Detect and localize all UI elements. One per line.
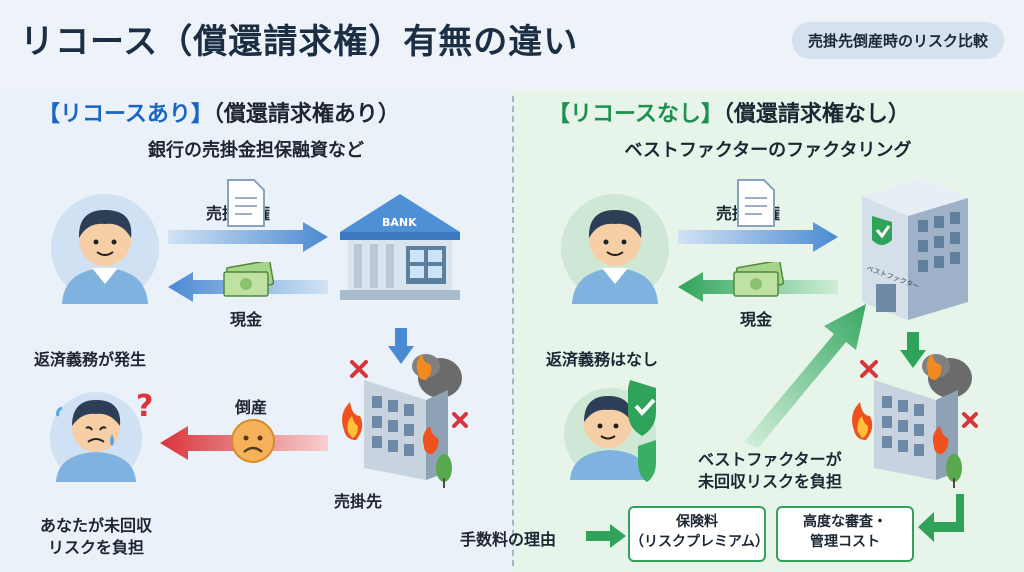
worried-person-icon: ?	[50, 389, 153, 482]
cash-icon-right	[733, 262, 784, 297]
box1-line2: （リスクプレミアム）	[630, 534, 770, 550]
right-panel	[512, 90, 1024, 572]
question-mark-icon: ?	[136, 389, 153, 424]
left-heading: 【リコースあり】（償還請求権あり）	[38, 96, 400, 128]
best-factor-building-icon: ベストファクター	[862, 178, 968, 320]
bank-building-icon: BANK	[340, 194, 460, 300]
left-heading-bracket: 【リコースあり】	[38, 102, 213, 127]
page-title: リコース（償還請求権）有無の違い	[20, 22, 579, 62]
fee-reason-label: 手数料の理由	[460, 530, 557, 549]
left-cash-label: 現金	[230, 310, 263, 329]
burning-building-icon	[342, 354, 468, 488]
down-arrow-icon-right	[900, 332, 926, 368]
review-cost-box: 高度な審査・ 管理コスト	[776, 506, 914, 562]
left-heading-rest: （償還請求権あり）	[212, 102, 400, 127]
bankrupt-label: 倒産	[235, 398, 268, 417]
left-burden-line1: あなたが未回収	[40, 516, 153, 535]
bank-sign: BANK	[382, 216, 417, 229]
receivable-arrow-icon	[168, 222, 328, 252]
right-burden-line2: 未回収リスクを負担	[698, 472, 843, 491]
left-obligation-label: 返済義務が発生	[34, 350, 147, 369]
down-arrow-icon	[388, 328, 414, 364]
right-cash-label: 現金	[740, 310, 773, 329]
right-obligation-label: 返済義務はなし	[546, 350, 659, 369]
debtor-label: 売掛先	[334, 492, 383, 511]
risk-transfer-arrow-icon	[744, 304, 866, 448]
right-heading: 【リコースなし】（償還請求権なし）	[548, 96, 910, 128]
user-avatar-icon-right	[561, 194, 669, 304]
burning-building-icon-right	[852, 354, 978, 488]
user-avatar-icon	[51, 194, 159, 304]
left-subheading: 銀行の売掛金担保融資など	[148, 140, 364, 161]
insurance-premium-box: 保険料 （リスクプレミアム）	[628, 506, 770, 562]
right-heading-rest: （償還請求権なし）	[722, 102, 910, 127]
left-panel	[0, 90, 512, 572]
right-burden-line1: ベストファクターが	[698, 450, 842, 469]
protected-person-icon	[564, 380, 656, 482]
receivable-arrow-icon-right	[678, 222, 838, 252]
box1-line1: 保険料	[676, 514, 718, 530]
box2-line2: 管理コスト	[810, 534, 880, 550]
document-icon	[227, 179, 265, 227]
box2-line1: 高度な審査・	[803, 514, 887, 530]
left-burden-line2: リスクを負担	[48, 538, 145, 557]
right-subheading: ベストファクターのファクタリング	[624, 140, 912, 161]
document-icon-right	[737, 179, 775, 227]
sad-face-icon	[231, 419, 275, 463]
return-arrow-icon	[918, 494, 964, 542]
right-heading-bracket: 【リコースなし】	[548, 102, 723, 127]
fee-reason-arrow-icon	[586, 524, 626, 548]
cash-icon	[223, 262, 274, 297]
comparison-badge: 売掛先倒産時のリスク比較	[791, 22, 1004, 59]
panel-divider	[512, 96, 514, 566]
